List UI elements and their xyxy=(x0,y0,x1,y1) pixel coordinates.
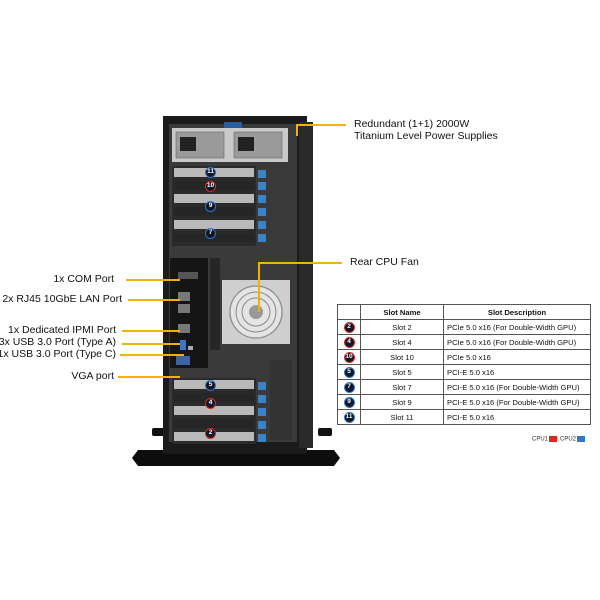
slot-badge-11: 11 xyxy=(205,167,216,178)
fan-callout-line xyxy=(258,262,342,264)
slot-num-badge: 11 xyxy=(343,411,355,423)
psu-callout-line1: Redundant (1+1) 2000W xyxy=(354,118,470,130)
vga-callout: VGA port xyxy=(71,370,114,382)
psu-callout-vline xyxy=(296,124,298,136)
table-row: 10 Slot 10 PCIe 5.0 x16 xyxy=(337,349,591,365)
cpu2-swatch xyxy=(577,436,586,442)
psu-1-inlet xyxy=(180,137,196,151)
fan-side-strip xyxy=(210,258,220,350)
slot-table-header: Slot Name Slot Description xyxy=(337,304,591,320)
usb-a-callout-line xyxy=(122,343,180,345)
slot-num-badge: 9 xyxy=(343,396,355,408)
chassis-foot-right xyxy=(318,428,332,436)
io-lan-port-2 xyxy=(178,304,190,313)
slot-num-badge: 4 xyxy=(343,336,355,348)
slot-description: PCI-E 5.0 x16 (For Double-Width GPU) xyxy=(443,379,591,395)
slot-description: PCIe 5.0 x16 (For Double-Width GPU) xyxy=(443,319,591,335)
slot-badge-5: 5 xyxy=(205,380,216,391)
io-com-port xyxy=(178,272,198,279)
com-callout-line xyxy=(126,279,180,281)
slot-table-header-desc: Slot Description xyxy=(443,304,591,320)
slot-description: PCI-E 5.0 x16 xyxy=(443,364,591,380)
slot-name: Slot 2 xyxy=(360,319,444,335)
lan-callout-line xyxy=(128,299,180,301)
chassis-side-panel xyxy=(299,122,313,448)
chassis-foot-left xyxy=(152,428,166,436)
table-row: 4 Slot 4 PCIe 5.0 x16 (For Double-Width … xyxy=(337,334,591,350)
ipmi-callout-line xyxy=(122,330,180,332)
lan-port-callout: 2x RJ45 10GbE LAN Port xyxy=(2,293,122,305)
side-vents xyxy=(270,360,292,440)
slot-name: Slot 11 xyxy=(360,409,444,425)
cpu1-swatch xyxy=(549,436,558,442)
table-row: 9 Slot 9 PCI-E 5.0 x16 (For Double-Width… xyxy=(337,394,591,410)
slot-description: PCIe 5.0 x16 (For Double-Width GPU) xyxy=(443,334,591,350)
io-usb-a xyxy=(180,340,186,350)
slot-name: Slot 5 xyxy=(360,364,444,380)
cpu2-legend-label: CPU2 xyxy=(560,436,577,443)
slot-name: Slot 9 xyxy=(360,394,444,410)
slot-table-header-name: Slot Name xyxy=(360,304,444,320)
slot-name: Slot 7 xyxy=(360,379,444,395)
slot-table: Slot Name Slot Description 2 Slot 2 PCIe… xyxy=(337,304,591,425)
slot-description: PCIe 5.0 x16 xyxy=(443,349,591,365)
slot-num-badge: 10 xyxy=(343,351,355,363)
usb-a-callout: 3x USB 3.0 Port (Type A) xyxy=(0,336,116,348)
io-lan-port-1 xyxy=(178,292,190,301)
slot-num-badge: 7 xyxy=(343,381,355,393)
psu-callout: Redundant (1+1) 2000W Titanium Level Pow… xyxy=(354,118,498,142)
slot-badge-4: 4 xyxy=(205,398,216,409)
slot-badge-7: 7 xyxy=(205,228,216,239)
upper-slot-latches xyxy=(258,170,266,242)
cpu-legend: CPU1 CPU2 xyxy=(532,436,588,443)
psu-top-accent xyxy=(224,122,242,128)
slot-description: PCI-E 5.0 x16 xyxy=(443,409,591,425)
io-usb-c xyxy=(188,346,193,350)
table-row: 5 Slot 5 PCI-E 5.0 x16 xyxy=(337,364,591,380)
usb-c-callout: 1x USB 3.0 Port (Type C) xyxy=(0,348,116,360)
slot-name: Slot 10 xyxy=(360,349,444,365)
cpu1-legend-label: CPU1 xyxy=(532,436,549,443)
slot-badge-9: 9 xyxy=(205,201,216,212)
fan-callout-vline xyxy=(258,262,260,312)
vga-callout-line xyxy=(118,376,180,378)
com-port-callout: 1x COM Port xyxy=(53,273,114,285)
psu-callout-line2: Titanium Level Power Supplies xyxy=(354,130,498,142)
table-row: 2 Slot 2 PCIe 5.0 x16 (For Double-Width … xyxy=(337,319,591,335)
rear-fan-callout: Rear CPU Fan xyxy=(350,256,419,268)
psu-2-inlet xyxy=(238,137,254,151)
lower-slot-latches xyxy=(258,382,266,442)
usb-c-callout-line xyxy=(120,354,184,356)
slot-table-header-num xyxy=(337,304,361,320)
slot-name: Slot 4 xyxy=(360,334,444,350)
slot-description: PCI-E 5.0 x16 (For Double-Width GPU) xyxy=(443,394,591,410)
io-vga xyxy=(176,356,190,365)
slot-num-badge: 2 xyxy=(343,321,355,333)
slot-badge-10: 10 xyxy=(205,181,216,192)
slot-badge-2: 2 xyxy=(205,428,216,439)
ipmi-port-callout: 1x Dedicated IPMI Port xyxy=(8,324,116,336)
slot-num-badge: 5 xyxy=(343,366,355,378)
io-ipmi-port xyxy=(178,324,190,333)
table-row: 7 Slot 7 PCI-E 5.0 x16 (For Double-Width… xyxy=(337,379,591,395)
psu-callout-line xyxy=(296,124,346,126)
table-row: 11 Slot 11 PCI-E 5.0 x16 xyxy=(337,409,591,425)
